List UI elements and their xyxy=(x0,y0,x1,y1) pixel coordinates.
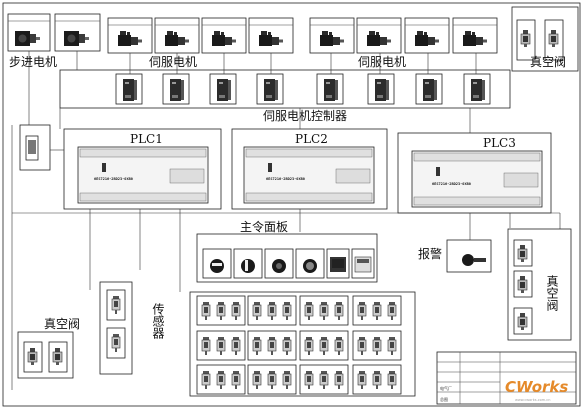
plc2-model: 6ES7216-2BD23-0XB0 xyxy=(266,177,305,181)
alarm-group: 报警 xyxy=(418,239,492,273)
plc2-label: PLC2 xyxy=(295,132,328,146)
plc1-group: PLC1 6ES7216-2BD23-0XB0 xyxy=(63,128,222,210)
alarm-label: 报警 xyxy=(418,246,442,261)
sensor-label: 传感器 xyxy=(151,302,165,340)
motor-driver-wires xyxy=(28,51,477,125)
plc3-label: PLC3 xyxy=(483,136,516,150)
vacuum-valve-right-label: 真空阀 xyxy=(545,275,559,312)
title-block: 电气厂 总图 xyxy=(436,351,577,405)
title-block-company: 电气厂 xyxy=(440,385,452,391)
servo-driver-icon xyxy=(217,79,231,101)
plc2-group: PLC2 6ES7216-2BD23-0XB0 xyxy=(231,128,388,210)
title-block-sheet: 总图 xyxy=(440,396,448,402)
plc1-model: 6ES7216-2BD23-0XB0 xyxy=(94,177,133,181)
servo-driver-row: 伺服电机控制器 xyxy=(59,69,511,123)
alarm-buzzer-icon xyxy=(462,254,474,266)
stepper-motor-label: 步进电机 xyxy=(9,55,57,69)
vacuum-valve-right-group: 真空阀 xyxy=(507,228,572,341)
servo-driver-icon xyxy=(123,79,137,101)
servo-driver-icon xyxy=(324,79,338,101)
main-panel-label: 主令面板 xyxy=(240,219,288,234)
servo-driver-icon xyxy=(375,79,389,101)
vacuum-valve-top-group: 真空阀 xyxy=(511,6,579,72)
servo-driver-icon xyxy=(471,79,485,101)
vacuum-valve-left-group: 真空阀 xyxy=(17,317,80,379)
sensor-left-group: 传感器 xyxy=(99,281,165,375)
plc3-group: PLC3 6ES7216-2BD23-0XB0 xyxy=(397,132,552,214)
watermark-logo: CWorks www.cworks.com.cn xyxy=(505,378,568,402)
servo-motor-label-left: 伺服电机 xyxy=(149,55,197,69)
servo-driver-icon xyxy=(423,79,437,101)
vacuum-valve-top-label: 真空阀 xyxy=(530,55,566,69)
stepper-driver-group xyxy=(19,124,51,171)
servo-controller-label: 伺服电机控制器 xyxy=(263,109,347,123)
bus-wires xyxy=(11,108,561,390)
servo-driver-icon xyxy=(264,79,278,101)
servo-driver-icon xyxy=(170,79,184,101)
motor-row: 步进电机 伺服电机 伺服电机 xyxy=(7,13,498,69)
plc1-label: PLC1 xyxy=(130,132,163,146)
main-panel-group: 主令面板 xyxy=(196,219,378,283)
watermark-brand: CWorks xyxy=(505,378,568,396)
sensor-grid xyxy=(189,291,416,397)
plc3-model: 6ES7216-2BD23-0XB0 xyxy=(432,182,471,186)
watermark-site: www.cworks.com.cn xyxy=(515,398,550,402)
servo-motor-label-right: 伺服电机 xyxy=(358,55,406,69)
vacuum-valve-left-label: 真空阀 xyxy=(44,317,80,331)
